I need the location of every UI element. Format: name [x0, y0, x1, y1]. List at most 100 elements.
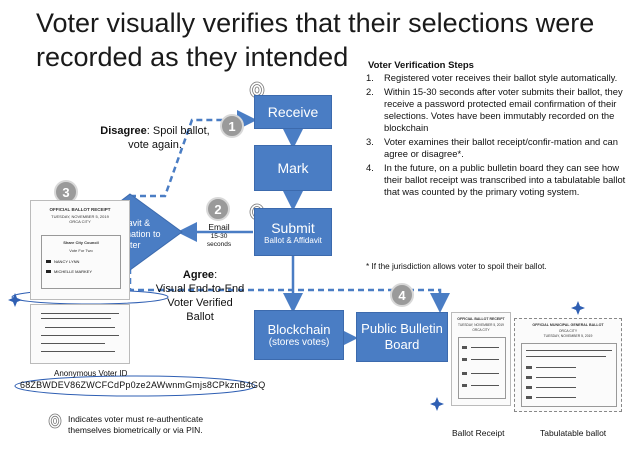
- steps-heading: Voter Verification Steps: [368, 60, 474, 71]
- sparkle-icon: [8, 293, 22, 307]
- right-ballot-receipt-image: OFFICIAL BALLOT RECEIPT TUESDAY, NOVEMBE…: [451, 312, 511, 406]
- fingerprint-icon: [48, 413, 62, 429]
- selection-mark: [462, 358, 467, 361]
- fingerprint-legend: Indicates voter must re-authenticate the…: [68, 414, 203, 436]
- receive-box: Receive: [254, 95, 332, 129]
- mark-label: Mark: [277, 160, 309, 176]
- step-badge-1: 1: [220, 114, 244, 138]
- step-badge-2: 2: [206, 197, 230, 221]
- submit-sublabel: Ballot & Affidavit: [264, 235, 322, 245]
- page-title: Voter visually verifies that their selec…: [36, 8, 595, 72]
- text-line: [45, 327, 115, 328]
- tab-ballot-date: TUESDAY, NOVEMBER 5, 2019: [543, 334, 593, 338]
- selection-mark: [46, 260, 51, 263]
- right-receipt-date: TUESDAY, NOVEMBER 5, 2019: [458, 323, 504, 327]
- text-line: [536, 387, 576, 388]
- selection-mark: [462, 346, 467, 349]
- text-line: [471, 359, 499, 360]
- agree-line4: Ballot: [186, 311, 214, 323]
- agree-line3: Voter Verified: [167, 297, 233, 309]
- ballot-receipt-footer-image: [30, 304, 130, 364]
- blockchain-box: Blockchain (stores votes): [254, 310, 344, 360]
- footnote-text: If the jurisdiction allows voter to spoi…: [371, 262, 547, 271]
- anon-id-value: 68ZBWDEV86ZWCFCdPp0ze2AWwnmGmjs8CPkznB4G…: [20, 380, 266, 390]
- step-text: Registered voter receives their ballot s…: [384, 72, 618, 83]
- right-receipt-title: OFFICIAL BALLOT RECEIPT: [457, 317, 505, 321]
- agree-colon: :: [214, 269, 218, 281]
- tab-ballot-city: ORCA CITY: [558, 329, 578, 333]
- selection-mark: [526, 366, 532, 369]
- step-text: Within 15-30 seconds after voter submits…: [384, 86, 623, 133]
- text-line: [536, 377, 576, 378]
- ballot-receipt-caption: Ballot Receipt: [452, 428, 505, 438]
- email-label: Email: [208, 222, 230, 232]
- text-line: [41, 318, 111, 319]
- tab-ballot-title: OFFICIAL MUNICIPAL GENERAL BALLOT: [532, 323, 604, 327]
- step-number: 4.: [366, 162, 374, 173]
- agree-line2: Visual End-to-End: [155, 283, 245, 295]
- sparkle-icon: [571, 301, 585, 315]
- step-number: 2.: [366, 86, 374, 97]
- step-text: Voter examines their ballot receipt/conf…: [384, 136, 618, 159]
- receipt-date: TUESDAY, NOVEMBER 5, 2019: [51, 214, 109, 219]
- selection-mark: [526, 376, 532, 379]
- bulletin-label: Public Bulletin Board: [361, 321, 443, 352]
- text-line: [536, 367, 576, 368]
- mark-box: Mark: [254, 145, 332, 191]
- sparkle-icon: [430, 397, 444, 411]
- footnote-mark: *: [366, 262, 370, 271]
- receipt-candidate: NANCY LYNN: [54, 259, 80, 264]
- tab-ballot-contest-box: [521, 343, 617, 407]
- text-line: [471, 385, 499, 386]
- step-number: 1.: [366, 72, 374, 83]
- tabulatable-ballot-image: OFFICIAL MUNICIPAL GENERAL BALLOT ORCA C…: [514, 318, 622, 412]
- id-highlight-ellipse: [14, 375, 256, 397]
- blockchain-sublabel: (stores votes): [268, 337, 330, 348]
- step-number: 3.: [366, 136, 374, 147]
- email-time-label: 15-30 seconds: [206, 233, 232, 248]
- receipt-vote-for: Vote For Two: [69, 248, 93, 253]
- text-line: [536, 397, 576, 398]
- legend-line1: Indicates voter must re-authenticate: [68, 414, 204, 424]
- right-receipt-city: ORCA CITY: [472, 328, 490, 332]
- receipt-race: Share City Council: [63, 240, 99, 245]
- step-text: In the future, on a public bulletin boar…: [384, 162, 626, 197]
- text-line: [41, 313, 119, 314]
- disagree-label: Disagree: [100, 125, 147, 137]
- blockchain-label: Blockchain: [267, 322, 331, 337]
- agree-text: Agree: Visual End-to-End Voter Verified …: [140, 268, 260, 324]
- tabulatable-ballot-caption: Tabulatable ballot: [540, 428, 607, 438]
- selection-mark: [46, 270, 51, 273]
- text-line: [41, 335, 119, 336]
- text-line: [41, 351, 115, 352]
- receipt-contest-box: Share City Council Vote For Two NANCY LY…: [41, 235, 121, 289]
- text-line: [41, 343, 105, 344]
- text-line: [526, 356, 606, 357]
- selection-mark: [526, 386, 532, 389]
- selection-mark: [462, 372, 467, 375]
- step-item: 3. Voter examines their ballot receipt/co…: [366, 136, 634, 160]
- bulletin-box: Public Bulletin Board: [356, 312, 448, 362]
- step-item: 4. In the future, on a public bulletin bo…: [366, 162, 634, 198]
- agree-arrow: [128, 268, 450, 313]
- receipt-city: ORCA CITY: [69, 219, 91, 224]
- disagree-line1: : Spoil ballot,: [146, 125, 210, 137]
- footnote: * If the jurisdiction allows voter to sp…: [366, 262, 636, 271]
- anon-id-label: Anonymous Voter ID: [54, 369, 128, 378]
- receive-label: Receive: [267, 104, 319, 120]
- step-item: 1. Registered voter receives their ballot…: [366, 72, 634, 84]
- text-line: [471, 347, 499, 348]
- step-item: 2. Within 15-30 seconds after voter submi…: [366, 86, 634, 134]
- agree-label: Agree: [182, 269, 215, 281]
- text-line: [526, 350, 612, 351]
- submit-box: Submit Ballot & Affidavit: [254, 208, 332, 256]
- receipt-title: OFFICIAL BALLOT RECEIPT: [49, 207, 111, 212]
- disagree-text: Disagree: Spoil ballot, vote again.: [100, 124, 210, 152]
- disagree-line2: vote again.: [128, 139, 182, 151]
- ballot-receipt-image: OFFICIAL BALLOT RECEIPT TUESDAY, NOVEMBE…: [30, 200, 130, 300]
- receipt-candidate: MICHELLE MARKEY: [54, 269, 93, 274]
- submit-label: Submit: [271, 219, 315, 236]
- step-badge-4: 4: [390, 283, 414, 307]
- steps-list: 1. Registered voter receives their ballot…: [366, 72, 634, 200]
- selection-mark: [462, 384, 467, 387]
